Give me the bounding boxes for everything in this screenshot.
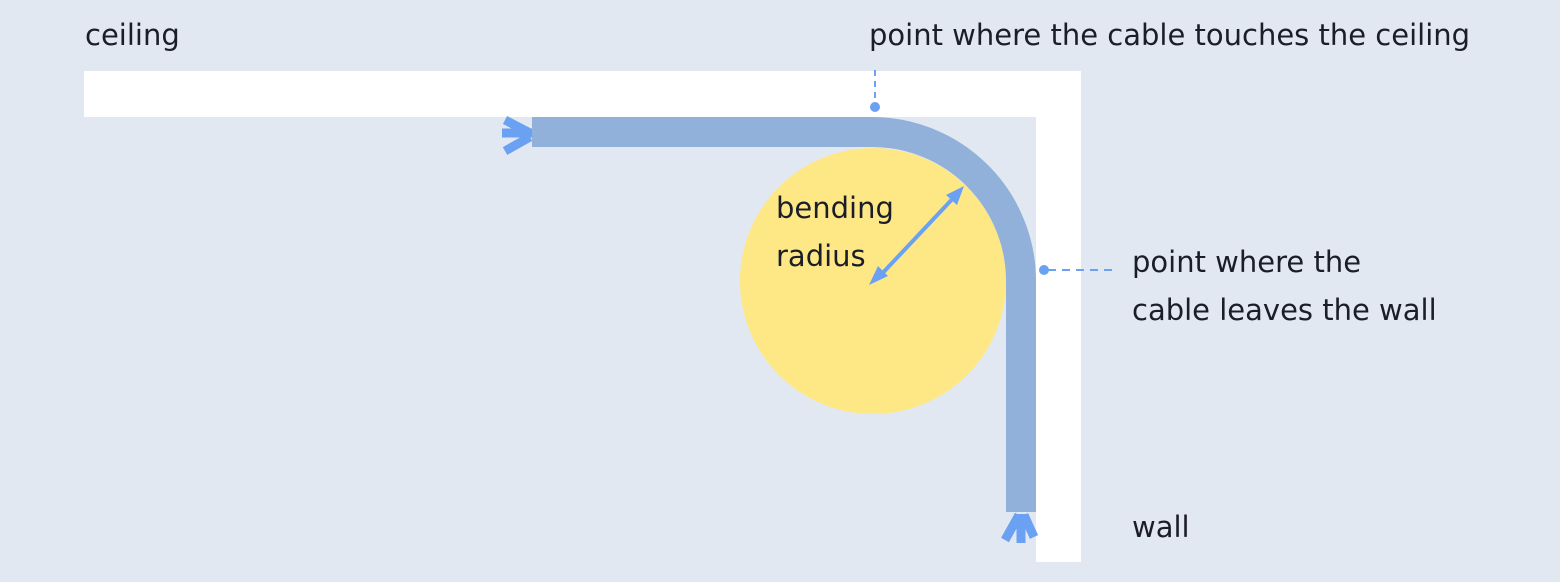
leave-point-label-line2: cable leaves the wall — [1132, 293, 1437, 327]
radius-label-line2: radius — [776, 239, 866, 273]
leave-point-label-line1: point where the — [1132, 245, 1362, 279]
ceiling-surface — [84, 71, 1081, 117]
touch-point-dot — [870, 102, 880, 112]
touch-point-label: point where the cable touches the ceilin… — [869, 18, 1471, 52]
radius-arrow — [869, 186, 964, 285]
wall-label: wall — [1132, 510, 1190, 544]
radius-label-line1: bending — [776, 191, 894, 225]
ceiling-label: ceiling — [85, 18, 180, 52]
wall-surface — [1036, 71, 1081, 562]
cable-end-bottom-icon — [1001, 512, 1039, 543]
cable-end-left-icon — [502, 116, 533, 155]
cable — [532, 117, 1036, 512]
leave-point-dot — [1039, 265, 1049, 275]
